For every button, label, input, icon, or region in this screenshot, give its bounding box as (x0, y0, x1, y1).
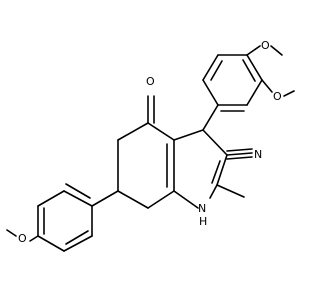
bond (117, 122, 149, 141)
bond (202, 129, 228, 156)
bond (246, 45, 261, 56)
bond (202, 54, 219, 81)
bond (202, 79, 219, 106)
molecule-structure: O N N H O O O (6, 39, 295, 252)
bond (210, 60, 223, 81)
atom-label-methoxy-oxygen-top: O (261, 39, 270, 52)
atom-label-nh-hydrogen: H (199, 215, 207, 228)
atom-label-methoxy-oxygen-bottom: O (18, 232, 27, 245)
bond (211, 160, 221, 184)
bond (226, 152, 253, 156)
bond (117, 190, 149, 209)
bond (202, 104, 219, 131)
atom-label-nitrile-nitrogen: N (254, 148, 262, 161)
bond (246, 79, 263, 106)
bond (173, 190, 199, 209)
bond (216, 154, 228, 186)
bond (226, 156, 253, 160)
bond (63, 235, 93, 252)
bond (29, 235, 39, 242)
bond (216, 184, 245, 198)
atom-label-methoxy-oxygen-middle: O (273, 90, 282, 103)
bond (147, 122, 175, 141)
bond (283, 90, 295, 97)
bond (65, 230, 89, 245)
bond (37, 235, 65, 252)
bond (226, 148, 253, 152)
bonds (6, 45, 295, 252)
bond (270, 45, 283, 56)
bond (242, 59, 256, 82)
bond (37, 190, 65, 207)
bond (6, 229, 17, 237)
bond (173, 129, 204, 141)
bond (209, 184, 218, 199)
bond (91, 190, 119, 207)
bond (246, 54, 263, 81)
bond (65, 183, 91, 199)
bond (261, 79, 273, 93)
atom-label-ketone-oxygen: O (146, 75, 155, 88)
atom-labels: O N N H O O O (18, 39, 282, 245)
bond (147, 190, 175, 209)
atom-label-ring-nitrogen: N (198, 202, 206, 215)
bond (63, 190, 93, 207)
